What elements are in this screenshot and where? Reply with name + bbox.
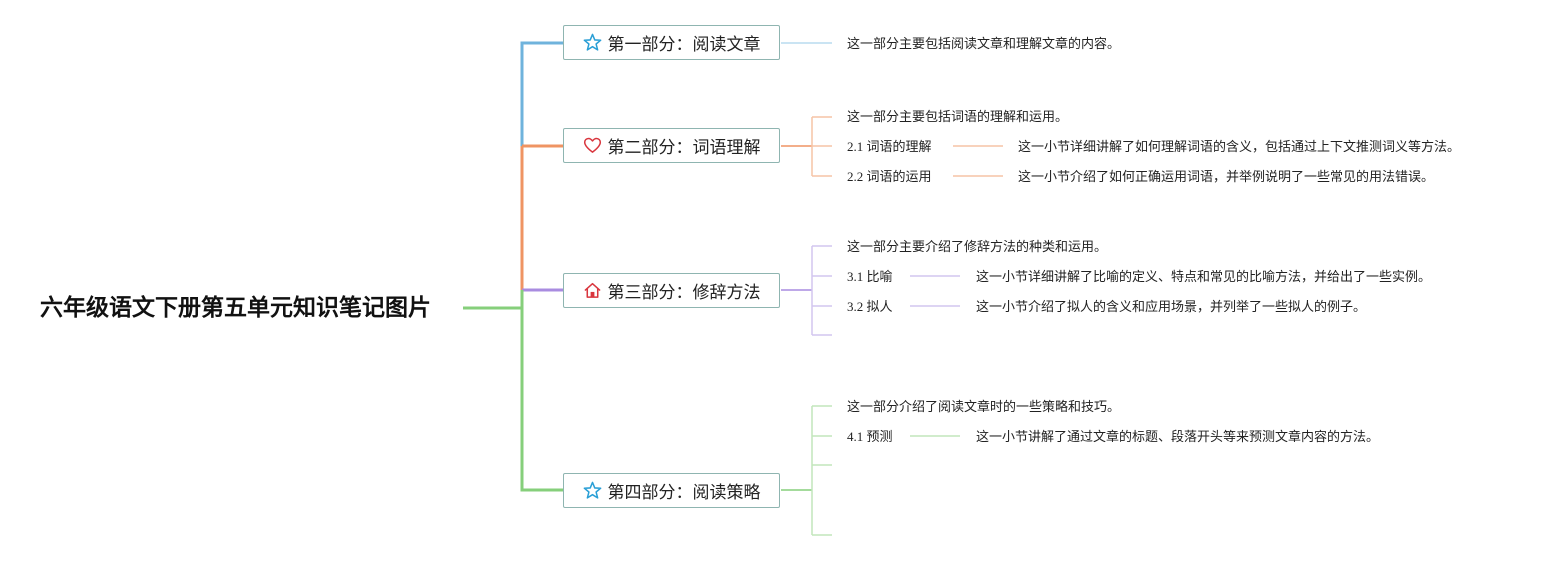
part-1-summary[interactable]: 这一部分主要包括阅读文章和理解文章的内容。	[847, 36, 1121, 51]
section-3-2-label[interactable]: 3.2 拟人	[847, 299, 893, 314]
branch-part-3[interactable]: 第三部分：修辞方法	[563, 273, 780, 308]
section-2-1-label[interactable]: 2.1 词语的理解	[847, 139, 932, 154]
branch-part-3-label: 第三部分：修辞方法	[607, 283, 761, 303]
branch-part-4-label: 第四部分：阅读策略	[607, 483, 761, 503]
star-icon	[583, 33, 602, 52]
part-2-summary[interactable]: 这一部分主要包括词语的理解和运用。	[847, 109, 1069, 124]
section-2-2-label[interactable]: 2.2 词语的运用	[847, 169, 932, 184]
branch-part-4[interactable]: 第四部分：阅读策略	[563, 473, 780, 508]
section-3-1-desc[interactable]: 这一小节详细讲解了比喻的定义、特点和常见的比喻方法，并给出了一些实例。	[976, 269, 1432, 284]
section-2-2-desc[interactable]: 这一小节介绍了如何正确运用词语，并举例说明了一些常见的用法错误。	[1018, 169, 1435, 184]
section-2-1-desc[interactable]: 这一小节详细讲解了如何理解词语的含义，包括通过上下文推测词义等方法。	[1018, 139, 1461, 154]
branch-part-1[interactable]: 第一部分：阅读文章	[563, 25, 780, 60]
section-3-1-label[interactable]: 3.1 比喻	[847, 269, 893, 284]
branch-part-2[interactable]: 第二部分：词语理解	[563, 128, 780, 163]
root-topic[interactable]: 六年级语文下册第五单元知识笔记图片	[40, 295, 431, 321]
part-3-summary[interactable]: 这一部分主要介绍了修辞方法的种类和运用。	[847, 239, 1108, 254]
home-icon	[583, 281, 602, 300]
section-4-1-desc[interactable]: 这一小节讲解了通过文章的标题、段落开头等来预测文章内容的方法。	[976, 429, 1380, 444]
branch-part-2-label: 第二部分：词语理解	[607, 138, 761, 158]
trunk-p4	[520, 290, 563, 492]
trunk-p1	[520, 41, 563, 308]
section-4-1-label[interactable]: 4.1 预测	[847, 429, 893, 444]
heart-icon	[583, 136, 602, 155]
section-3-2-desc[interactable]: 这一小节介绍了拟人的含义和应用场景，并列举了一些拟人的例子。	[976, 299, 1367, 314]
part-4-summary[interactable]: 这一部分介绍了阅读文章时的一些策略和技巧。	[847, 399, 1121, 414]
star-icon	[583, 481, 602, 500]
branch-part-1-label: 第一部分：阅读文章	[607, 35, 761, 55]
